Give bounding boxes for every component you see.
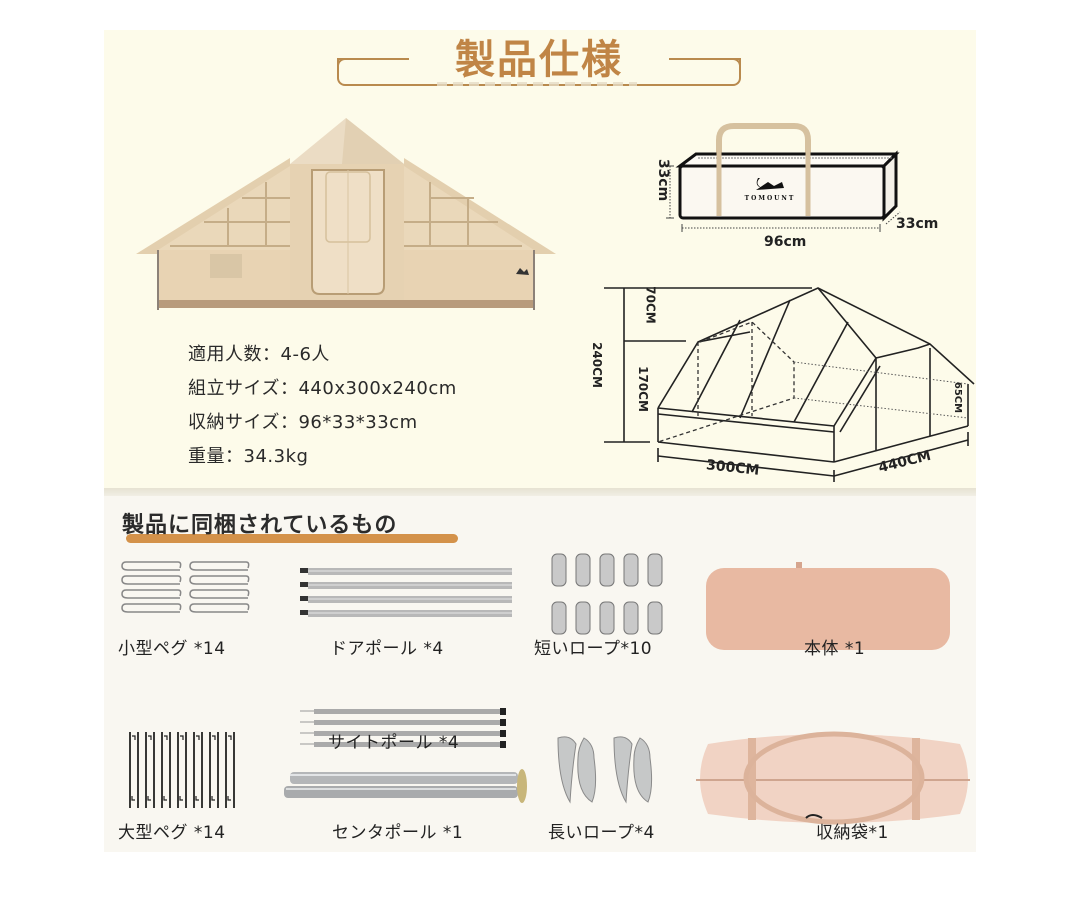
side-wall-label: 65CM <box>952 381 964 414</box>
roof-height-label: 70CM <box>643 286 658 324</box>
bag-brand-logo: TOMOUNT <box>745 195 796 202</box>
item-long-ropes <box>554 734 664 804</box>
tent-photo <box>130 114 562 314</box>
product-spec-panel: 製品仕様 <box>104 30 976 852</box>
item-label-long-ropes: 長いロープ*4 <box>548 823 655 843</box>
storage-bag-diagram: TOMOUNT 33cm 33cm 96cm <box>634 120 964 270</box>
contents-heading-text: 製品に同梱されているもの <box>122 513 398 538</box>
item-center-pole <box>284 768 528 812</box>
item-label-tent-body: 本体 *1 <box>804 639 866 659</box>
item-short-ropes <box>550 552 670 642</box>
item-label-door-poles: ドアポール *4 <box>330 639 444 659</box>
bag-depth-label: 33cm <box>896 216 939 232</box>
title-rule-right <box>669 58 741 60</box>
spec-storage-size: 収納サイズ：96*33*33cm <box>188 412 418 433</box>
spec-capacity: 適用人数：4-6人 <box>188 344 330 365</box>
heading-underline <box>126 534 458 543</box>
item-label-center-pole: センタポール *1 <box>332 823 464 843</box>
page-title-banner: 製品仕様 <box>337 36 741 90</box>
item-door-poles <box>300 566 514 620</box>
tent-dimension-diagram: 70CM 240CM 170CM 65CM 300CM 440CM <box>590 276 980 486</box>
spec-assembled-size: 組立サイズ：440x300x240cm <box>188 378 457 399</box>
item-label-large-pegs: 大型ペグ *14 <box>118 823 226 843</box>
total-height-label: 240CM <box>589 342 604 388</box>
page-title: 製品仕様 <box>455 36 623 83</box>
spec-list: 適用人数：4-6人 組立サイズ：440x300x240cm 収納サイズ：96*3… <box>188 338 457 474</box>
title-brush-decoration <box>437 82 637 86</box>
item-label-short-ropes: 短いロープ*10 <box>534 639 653 659</box>
item-label-site-poles: サイトポール *4 <box>328 733 460 753</box>
item-label-storage-bag: 収納袋*1 <box>816 823 889 843</box>
bag-height-label: 33cm <box>655 158 672 202</box>
item-site-poles <box>300 708 514 752</box>
contents-heading: 製品に同梱されているもの <box>122 512 458 543</box>
item-small-pegs <box>118 560 258 620</box>
item-label-small-pegs: 小型ペグ *14 <box>118 639 226 659</box>
spec-weight: 重量：34.3kg <box>188 446 309 467</box>
item-large-pegs <box>126 730 248 810</box>
item-tent-body <box>704 562 954 652</box>
title-rule-left <box>337 58 409 60</box>
bag-width-label: 96cm <box>764 234 807 250</box>
item-storage-bag <box>694 728 974 828</box>
wall-height-label: 170CM <box>635 366 650 412</box>
